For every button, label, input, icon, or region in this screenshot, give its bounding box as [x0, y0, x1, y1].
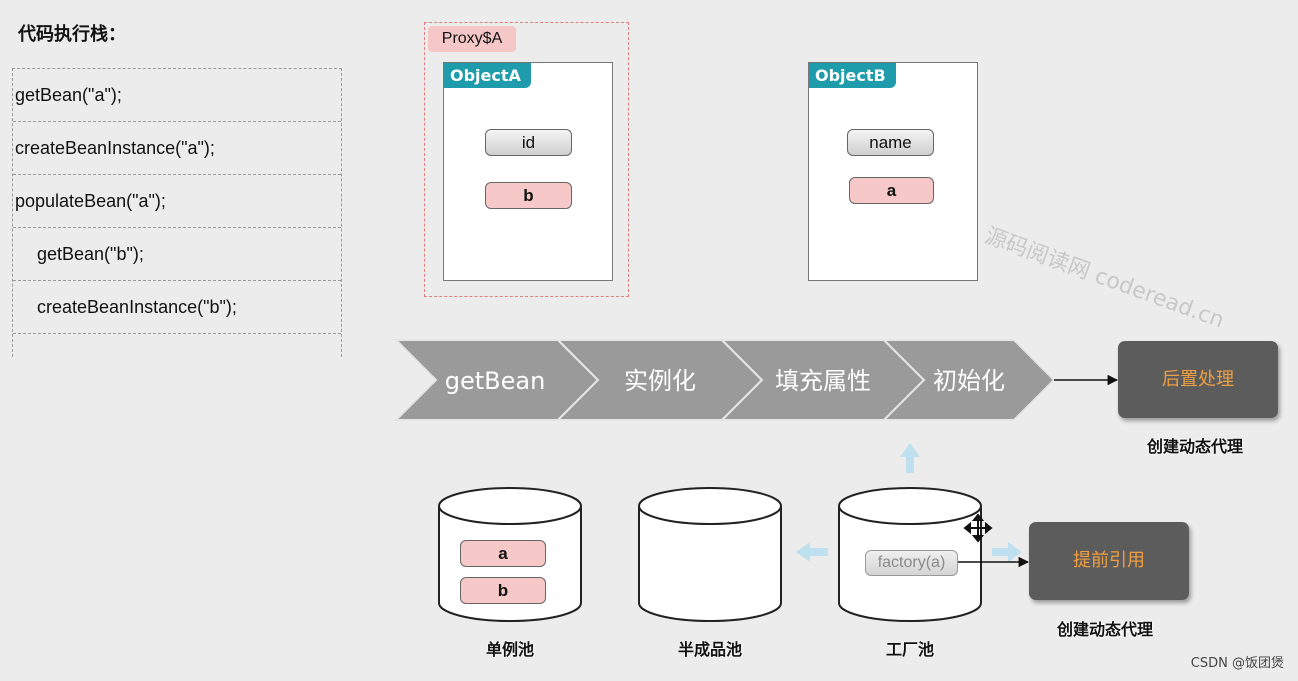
early-reference-caption: 创建动态代理	[1057, 620, 1154, 639]
footer-credit: CSDN @饭团煲	[1190, 656, 1284, 671]
stack-row: populateBean("a");	[13, 175, 341, 228]
move-cursor-icon	[963, 513, 993, 543]
proxy-a-frame	[424, 22, 629, 297]
object-b-title: ObjectB	[809, 63, 896, 88]
pipeline-step-label: 实例化	[624, 367, 696, 395]
singleton-pool-label: 单例池	[485, 640, 534, 659]
post-process-box: 后置处理	[1118, 341, 1278, 418]
factory-pool-label: 工厂池	[885, 640, 934, 659]
pale-arrow-left	[796, 542, 828, 562]
half-pool-label: 半成品池	[677, 640, 742, 659]
pipeline-step-label: 填充属性	[775, 367, 871, 395]
stack-row: getBean("a");	[13, 69, 341, 122]
object-b-field-a: a	[849, 177, 934, 204]
stack-row: createBeanInstance("a");	[13, 122, 341, 175]
stack-row: getBean("b");	[13, 228, 341, 281]
singleton-item-a: a	[460, 540, 546, 567]
object-a-title: ObjectA	[444, 63, 531, 88]
object-a-field-b: b	[485, 182, 572, 209]
singleton-item-b: b	[460, 577, 546, 604]
code-stack-title: 代码执行栈：	[18, 24, 126, 45]
object-b-card: ObjectB name a	[808, 62, 978, 281]
post-process-caption: 创建动态代理	[1147, 437, 1244, 456]
object-b-field-name: name	[847, 129, 934, 156]
proxy-a-label: Proxy$A	[428, 26, 516, 52]
factory-item: factory(a)	[865, 550, 958, 576]
stack-row: createBeanInstance("b");	[13, 281, 341, 334]
pipeline-step-label: getBean	[445, 367, 546, 395]
object-a-field-id: id	[485, 129, 572, 156]
pipeline-step-label: 初始化	[933, 367, 1005, 395]
object-a-card: ObjectA id b	[443, 62, 613, 281]
half-pool-cylinder	[638, 487, 782, 622]
early-reference-box: 提前引用	[1029, 522, 1189, 600]
pipeline-steps: getBean 实例化 填充属性 初始化	[393, 339, 1056, 421]
pale-arrow-up	[900, 443, 920, 473]
pale-arrow-right	[992, 542, 1022, 562]
pipeline-step-initialize	[881, 339, 1056, 421]
code-stack: getBean("a"); createBeanInstance("a"); p…	[12, 68, 342, 357]
